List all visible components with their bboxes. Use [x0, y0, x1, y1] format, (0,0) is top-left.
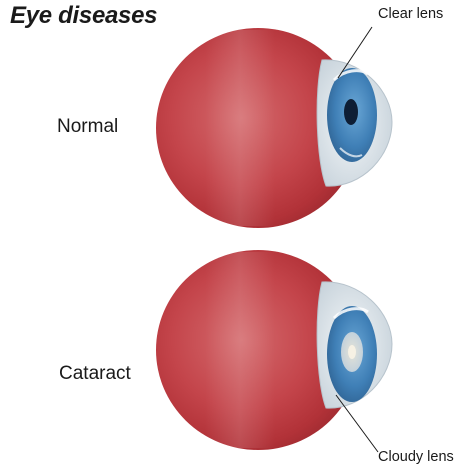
label-normal: Normal	[57, 116, 119, 137]
cataract-eye	[156, 250, 393, 453]
pupil-normal	[344, 99, 358, 125]
diagram-title: Eye diseases	[10, 2, 158, 29]
label-cataract: Cataract	[59, 363, 131, 384]
callout-line-cloudy	[335, 394, 379, 453]
callout-cloudy-lens: Cloudy lens	[378, 449, 454, 465]
normal-eye	[156, 26, 393, 228]
callout-line-clear	[337, 26, 373, 79]
callout-clear-lens: Clear lens	[378, 6, 444, 22]
